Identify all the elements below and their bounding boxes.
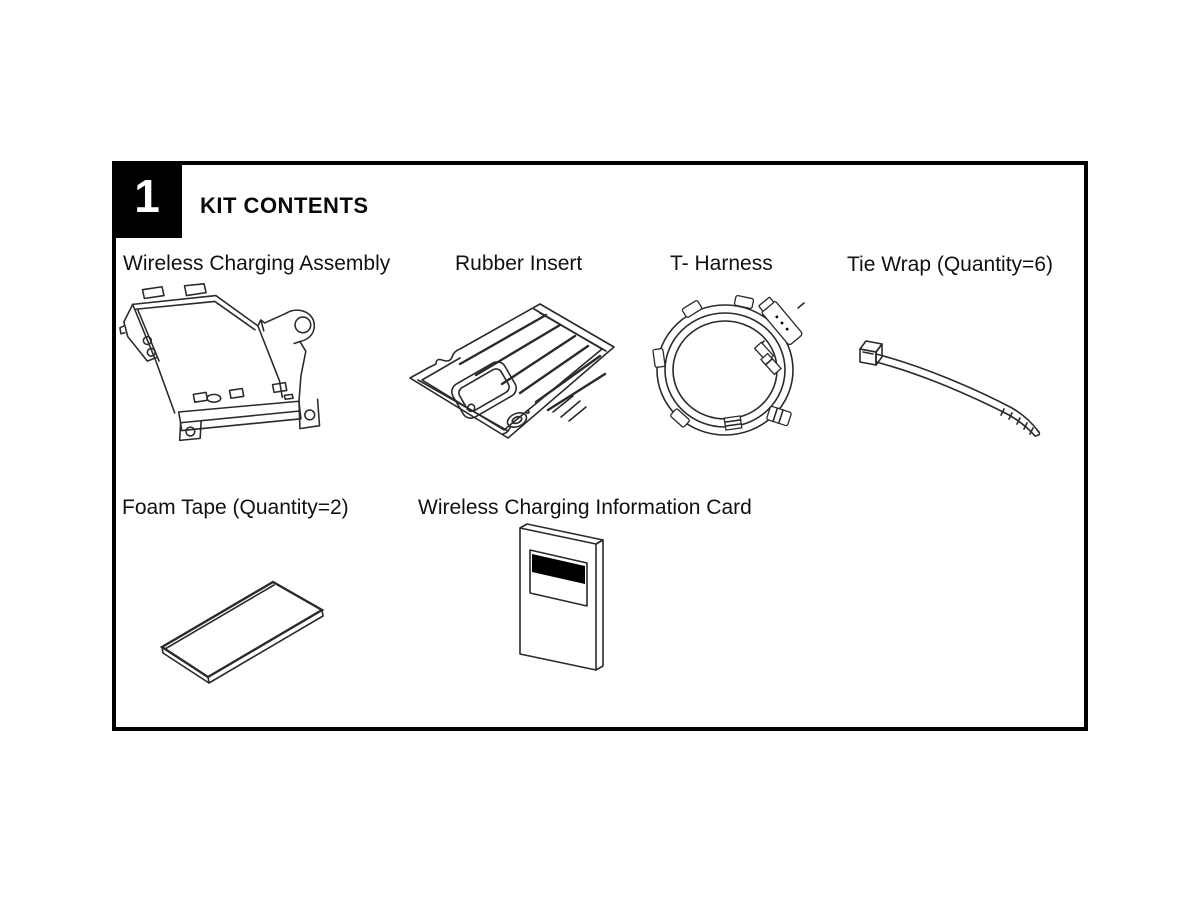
foam-tape-illustration: [155, 572, 335, 684]
information-card-illustration: [508, 520, 618, 680]
item-label-rubber-insert: Rubber Insert: [455, 252, 583, 275]
t-harness-illustration: [652, 286, 820, 444]
wireless-charging-assembly-illustration: [118, 282, 343, 450]
step-number: 1: [134, 169, 160, 222]
item-label-wireless-charging-assembly: Wireless Charging Assembly: [123, 252, 391, 275]
kit-contents-box: KIT CONTENTS Wireless Charging Assembly …: [112, 161, 1088, 731]
item-label-foam-tape: Foam Tape (Quantity=2): [122, 496, 349, 519]
step-number-badge: 1: [112, 161, 182, 238]
rubber-insert-illustration: [398, 292, 626, 450]
section-title: KIT CONTENTS: [200, 193, 369, 218]
item-label-t-harness: T- Harness: [670, 252, 773, 275]
item-label-information-card: Wireless Charging Information Card: [418, 496, 752, 519]
tie-wrap-illustration: [852, 332, 1062, 450]
item-label-tie-wrap: Tie Wrap (Quantity=6): [847, 253, 1053, 276]
